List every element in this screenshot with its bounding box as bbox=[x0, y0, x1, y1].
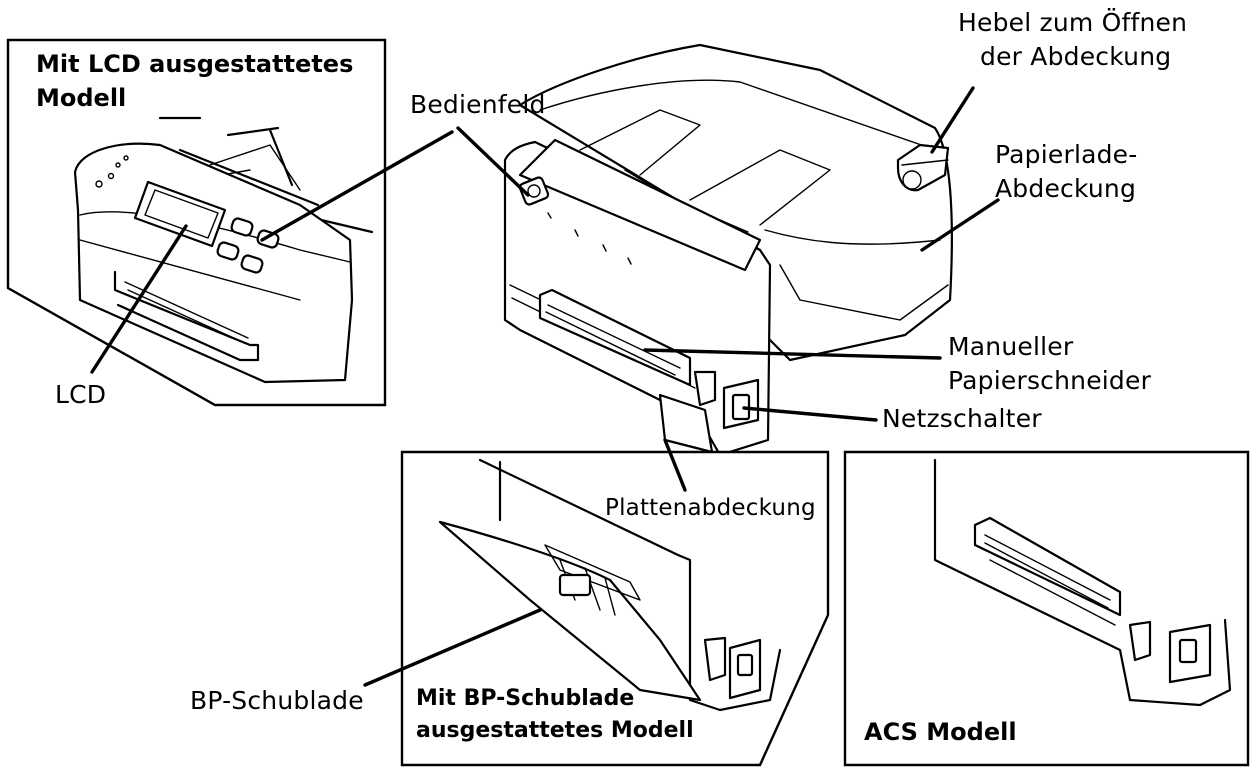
lcd-model-title-line1: Mit LCD ausgestattetes bbox=[36, 50, 354, 78]
main-printer bbox=[503, 43, 953, 457]
leader-netzschalter bbox=[742, 406, 878, 422]
leader-hebel bbox=[930, 86, 975, 154]
lcd-printer-drawing bbox=[73, 116, 374, 384]
acs-model-title: ACS Modell bbox=[864, 718, 1017, 746]
label-netzschalter: Netzschalter bbox=[882, 404, 1042, 433]
label-hebel-line2: der Abdeckung bbox=[980, 42, 1172, 71]
bp-model-title-line2: ausgestattetes Modell bbox=[416, 718, 694, 743]
label-bp-schublade: BP-Schublade bbox=[190, 686, 364, 715]
bp-model-title-line1: Mit BP-Schublade bbox=[416, 686, 635, 711]
leader-bp-schublade bbox=[363, 608, 542, 687]
paper-cover bbox=[518, 43, 953, 362]
lcd-model-title-line2: Modell bbox=[36, 84, 127, 112]
label-manueller-line2: Papierschneider bbox=[948, 366, 1152, 395]
label-papierlade-line1: Papierlade- bbox=[995, 140, 1138, 169]
label-plattenabdeckung: Plattenabdeckung bbox=[605, 495, 816, 521]
leader-papierlade bbox=[920, 198, 1000, 252]
leader-bedienfeld-lcd bbox=[260, 130, 454, 242]
leader-lines bbox=[90, 86, 1000, 687]
acs-model-inset bbox=[843, 450, 1250, 767]
control-panel-top bbox=[518, 138, 762, 272]
bp-model-inset bbox=[400, 450, 830, 767]
label-hebel-line1: Hebel zum Öffnen bbox=[958, 8, 1188, 37]
lcd-screen bbox=[133, 180, 227, 248]
label-manueller-line1: Manueller bbox=[948, 332, 1074, 361]
acs-cutter bbox=[973, 516, 1122, 617]
label-papierlade-line2: Abdeckung bbox=[995, 174, 1137, 203]
leader-plattenabdeckung bbox=[663, 438, 687, 492]
label-bedienfeld: Bedienfeld bbox=[410, 90, 546, 119]
leader-bedienfeld-main bbox=[456, 126, 530, 197]
leader-lcd bbox=[90, 224, 188, 374]
lcd-model-inset bbox=[6, 38, 387, 407]
label-lcd: LCD bbox=[55, 380, 107, 409]
acs-inset-frame bbox=[843, 450, 1250, 767]
leader-manueller bbox=[643, 348, 942, 360]
